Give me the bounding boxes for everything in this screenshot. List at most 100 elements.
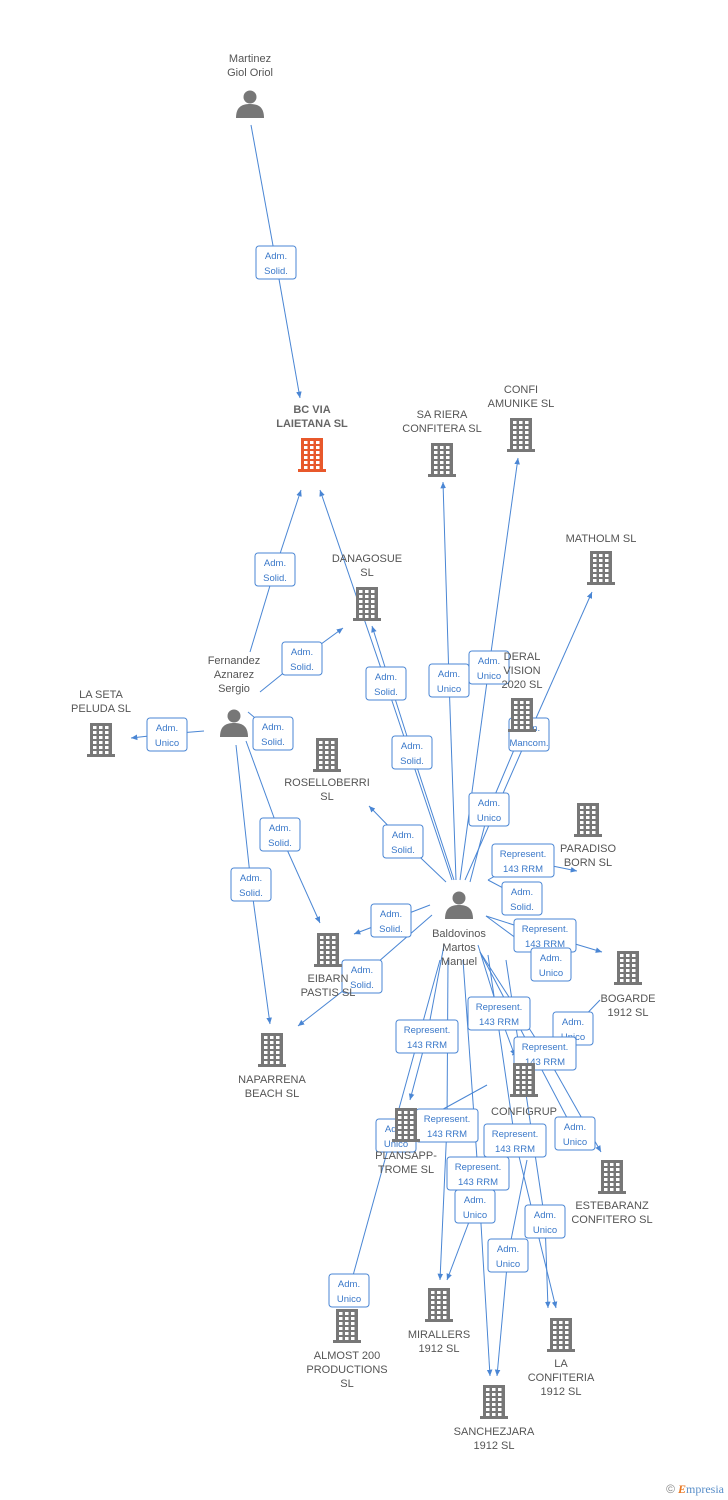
edge-label[interactable]: Adm.Unico <box>554 1116 596 1151</box>
building-window <box>620 959 624 962</box>
edge-label[interactable]: Represent.143 RRM <box>491 843 555 878</box>
edge-label[interactable]: Adm.Solid. <box>341 959 383 994</box>
building-window <box>331 756 335 759</box>
building-window <box>616 1168 620 1171</box>
edge-label-text: Solid. <box>510 902 534 913</box>
edge-label-text: Adm. <box>562 1017 584 1028</box>
edge-label[interactable]: Adm.Unico <box>328 1273 370 1308</box>
company-node-configrup[interactable]: CONFIGRUP <box>491 1063 557 1118</box>
edge-label[interactable]: Adm.Unico <box>454 1189 496 1224</box>
edge-label-text: Adm. <box>262 722 284 733</box>
building-window <box>437 1296 441 1299</box>
company-node-plansapp[interactable]: PLANSAPP-TROME SL <box>375 1108 437 1176</box>
building-window <box>326 961 330 964</box>
building-icon <box>587 551 615 585</box>
building-window <box>519 431 523 434</box>
building-window <box>520 711 524 714</box>
building-window <box>443 1296 447 1299</box>
building-window <box>492 1408 496 1411</box>
node-label: Martos <box>442 942 476 954</box>
person-icon <box>445 891 473 919</box>
building-window <box>593 579 597 582</box>
edge-label-text: Adm. <box>264 558 286 569</box>
building-window <box>586 831 590 834</box>
edge-label[interactable]: Adm.Unico <box>428 663 470 698</box>
edge-label[interactable]: Represent.143 RRM <box>446 1156 510 1191</box>
edge-label[interactable]: Adm.Unico <box>146 717 188 752</box>
edge-label[interactable]: Adm.Unico <box>468 650 510 685</box>
edge-label[interactable]: Adm.Unico <box>468 792 510 827</box>
edge-label[interactable]: Adm.Solid. <box>255 245 297 280</box>
building-window <box>359 615 363 618</box>
building-window <box>365 600 369 603</box>
edge-label[interactable]: Represent.143 RRM <box>395 1019 459 1054</box>
edge-label[interactable]: Represent.143 RRM <box>513 1036 577 1071</box>
edge-label-text: Solid. <box>391 845 415 856</box>
building-window <box>593 569 597 572</box>
edge-label[interactable]: Represent.143 RRM <box>483 1123 547 1158</box>
edge-label[interactable]: Adm.Unico <box>487 1238 529 1273</box>
building-window <box>398 1131 402 1134</box>
edge-label[interactable]: Represent.143 RRM <box>513 918 577 953</box>
building-window <box>605 559 609 562</box>
building-window <box>446 451 450 454</box>
edge-label-box <box>524 1204 566 1239</box>
edge-label[interactable]: Adm.Solid. <box>254 552 296 587</box>
edge-label[interactable]: Adm.Unico <box>524 1204 566 1239</box>
building-window <box>586 821 590 824</box>
building-window <box>498 1403 502 1406</box>
edge-label[interactable]: Adm.Solid. <box>391 735 433 770</box>
edge-label[interactable]: Represent.143 RRM <box>467 996 531 1031</box>
building-window <box>371 615 375 618</box>
building-window <box>486 1388 490 1391</box>
node-label: Martinez <box>229 53 271 65</box>
edge-label[interactable]: Adm.Solid. <box>252 716 294 751</box>
edge-label-text: Represent. <box>404 1025 450 1036</box>
edge-label[interactable]: Adm.Solid. <box>382 824 424 859</box>
edge-label[interactable]: Adm.Unico <box>530 947 572 982</box>
building-window <box>593 574 597 577</box>
building-window <box>410 1126 414 1129</box>
edge-label[interactable]: Adm.Solid. <box>281 641 323 676</box>
edge-label[interactable]: Adm.Solid. <box>230 867 272 902</box>
edge-label[interactable]: Adm.Solid. <box>259 817 301 852</box>
building-window <box>514 701 518 704</box>
edge-label[interactable]: Adm.Solid. <box>370 903 412 938</box>
node-label: AMUNIKE SL <box>488 398 555 410</box>
edge-label[interactable]: Represent.143 RRM <box>415 1108 479 1143</box>
node-label: 1912 SL <box>419 1343 460 1355</box>
building-window <box>553 1346 557 1349</box>
building-window <box>526 721 530 724</box>
building-window <box>516 1076 520 1079</box>
building-window <box>304 441 308 444</box>
building-window <box>519 436 523 439</box>
edge-arrow <box>250 883 272 1025</box>
edge-label[interactable]: Adm.Solid. <box>365 666 407 701</box>
building-window <box>365 615 369 618</box>
company-node-matholm[interactable]: MATHOLM SL <box>566 533 637 585</box>
building-base <box>298 469 326 472</box>
edge-label-text: Solid. <box>379 924 403 935</box>
building-window <box>513 446 517 449</box>
edge-label[interactable]: Adm.Solid. <box>501 881 543 916</box>
building-window <box>586 826 590 829</box>
